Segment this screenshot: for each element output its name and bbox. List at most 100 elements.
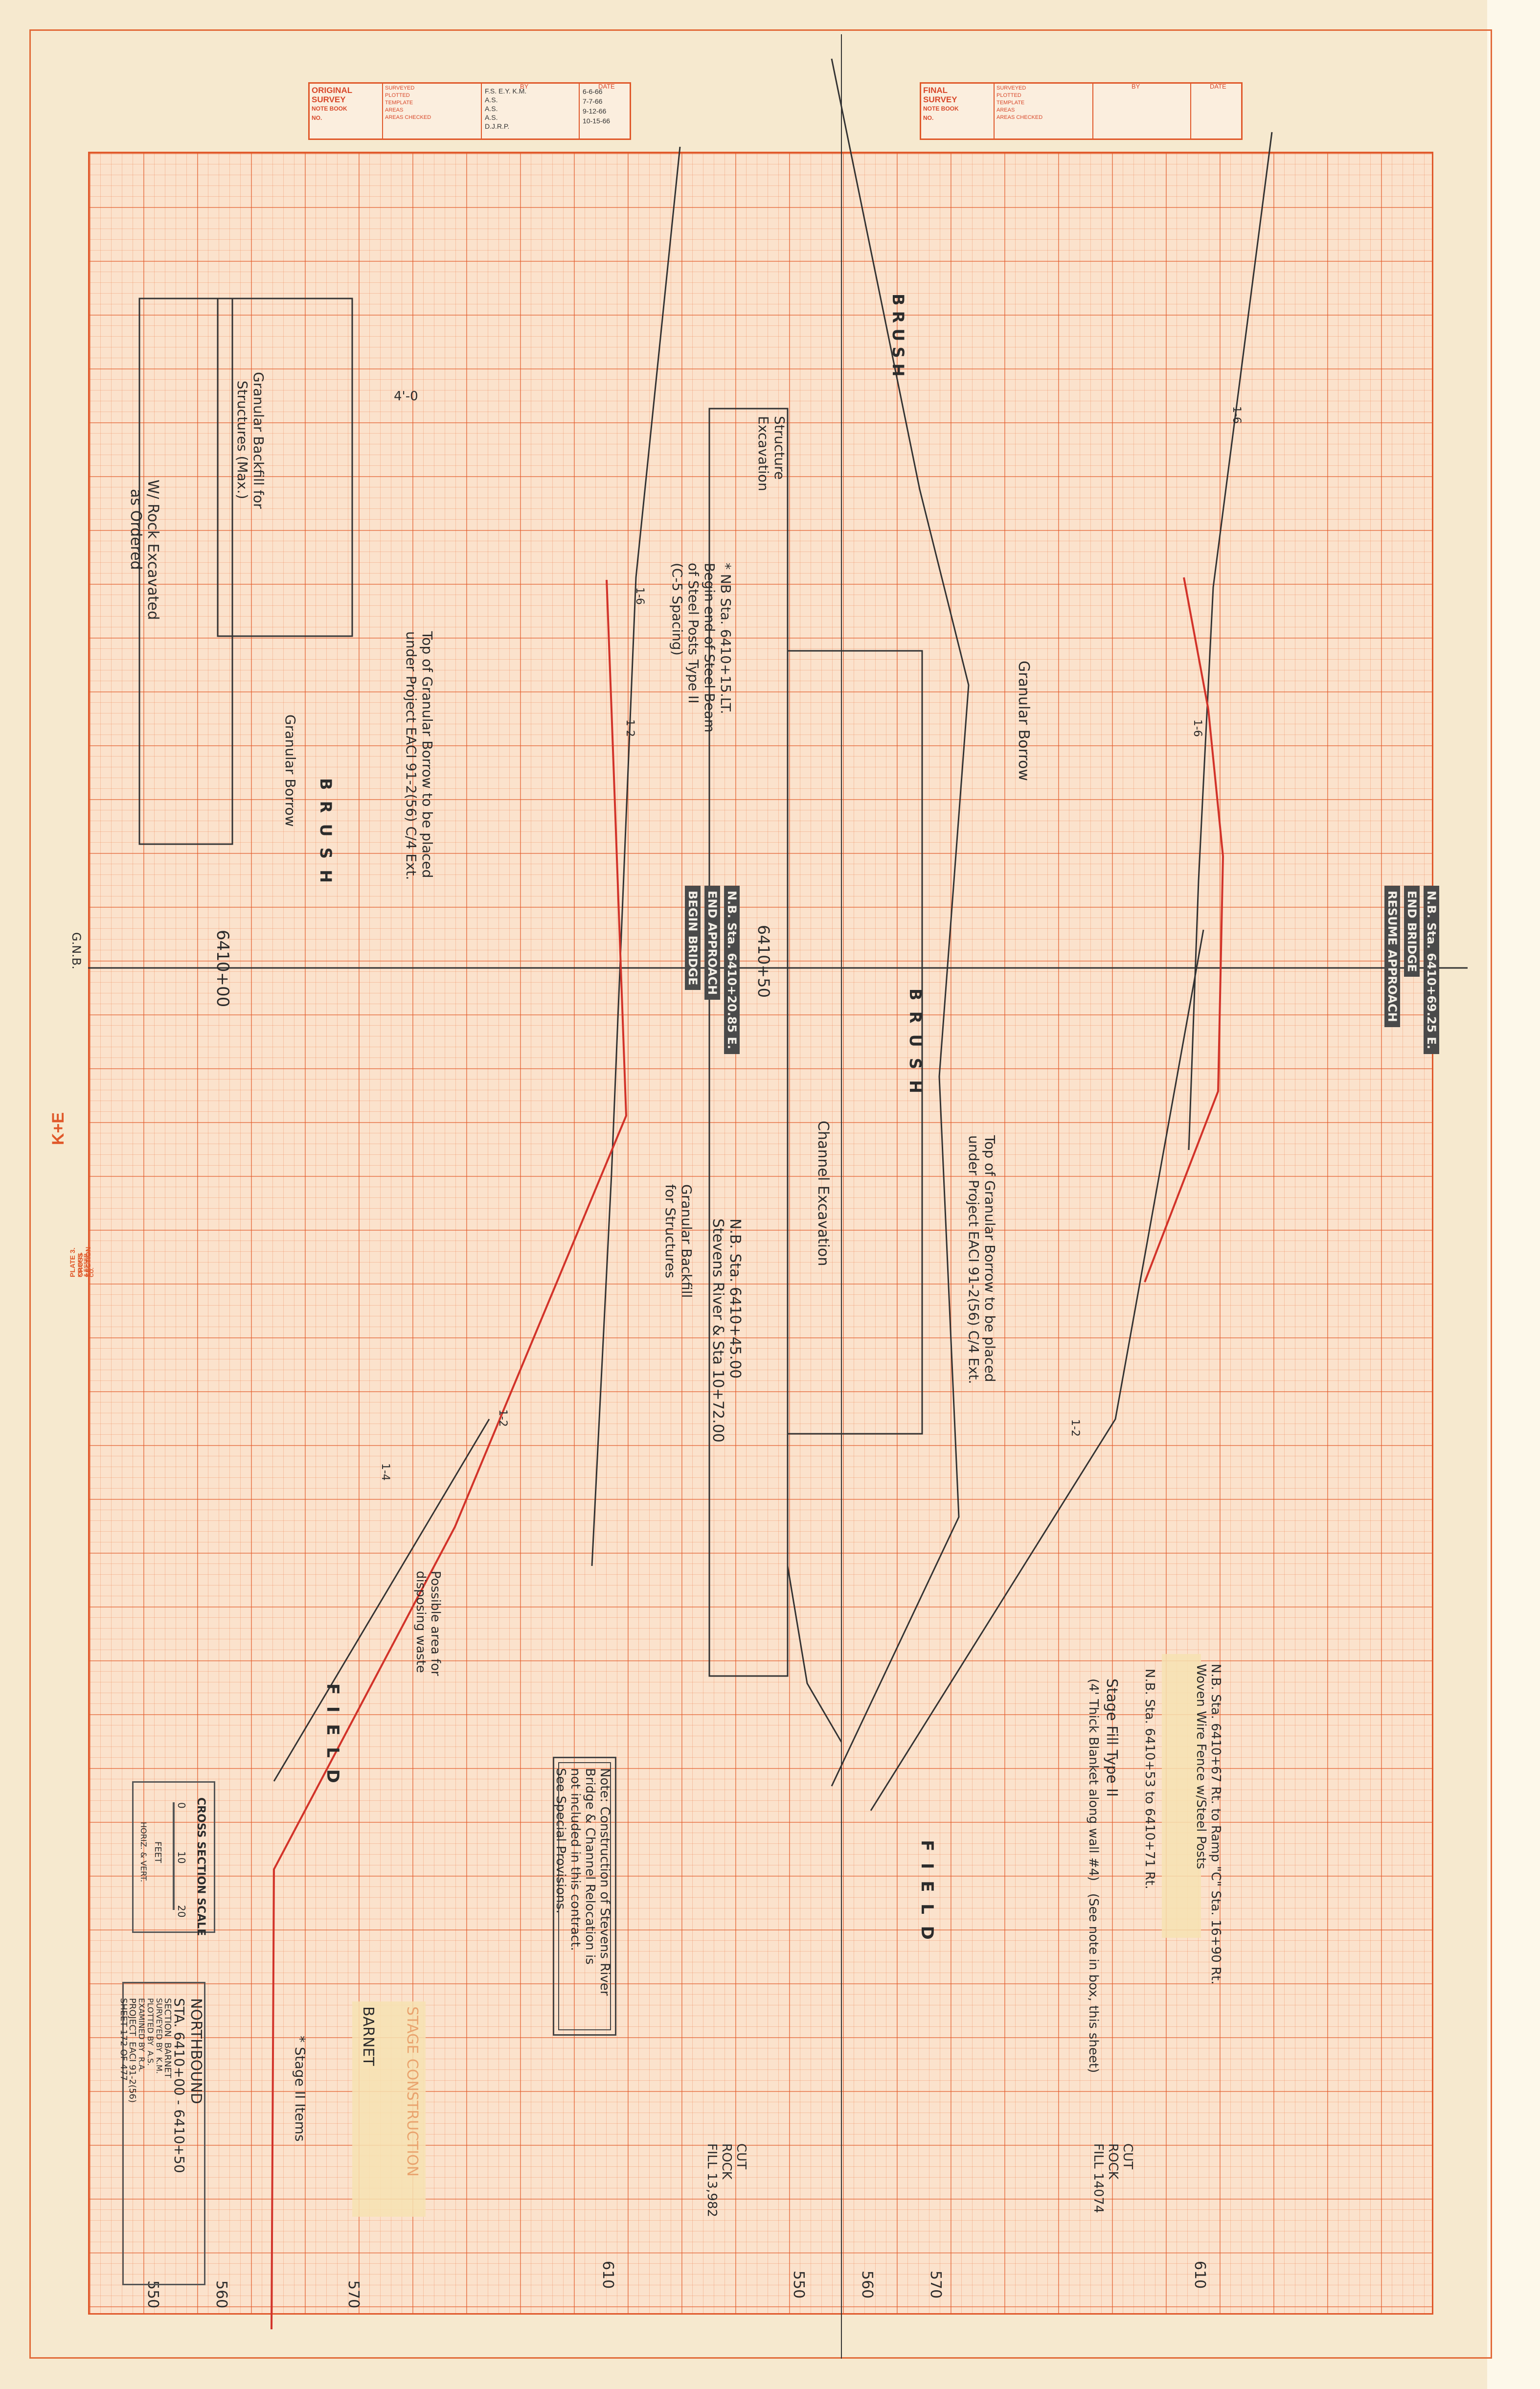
- elevation-label-5: 560: [859, 2271, 876, 2299]
- red-finished-grade-right: [1144, 577, 1224, 1283]
- nb-sta-rt-label: N.B. Sta. 6410+53 to 6410+71 Rt.: [1142, 1669, 1157, 1889]
- slope-label-2: 1-6: [1230, 406, 1243, 424]
- fill-right-label: FILL 14074: [1091, 2143, 1106, 2213]
- structure-excavation-label: Structure Excavation: [755, 416, 788, 491]
- channel-toe-line: [787, 1565, 842, 1743]
- rock-excavated-label: W/ Rock Excavated as Ordered: [127, 480, 161, 620]
- brush-top-label: B R U S H: [889, 294, 907, 377]
- final-survey-by-column: [1092, 84, 1191, 138]
- dim-4-0-label: 4'-0: [394, 389, 418, 404]
- sheet-border: [29, 29, 1492, 2359]
- slope-label-6: 1-2: [1069, 1419, 1081, 1437]
- granular-borrow-right-label: Granular Borrow: [1015, 661, 1032, 781]
- stevens-river-label: N.B. Sta. 6410+45.00 Stevens River & Sta…: [709, 1218, 744, 1443]
- ground-line-left: [591, 146, 681, 1566]
- barnet-tape: [352, 2001, 426, 2217]
- final-survey-stamp: FINAL SURVEY NOTE BOOK NO. SURVEYED PLOT…: [920, 82, 1243, 140]
- field-right-label: F I E L D: [917, 1840, 937, 1940]
- title-line-3: EXAMINED BY R.A.: [137, 1998, 146, 2072]
- gnb-label: G.N.B.: [69, 932, 83, 969]
- original-date-label: DATE: [598, 83, 615, 90]
- elevation-label-3: 610: [599, 2261, 616, 2289]
- nb-end-bridge-label: N.B. Sta. 6410+69.25 E.: [1424, 886, 1439, 1055]
- slope-label-5: 1-4: [379, 1463, 391, 1481]
- stage-fill-label: Stage Fill Type II: [1103, 1678, 1120, 1797]
- ground-line-channel: [831, 58, 970, 1787]
- cross-section-scale-box: CROSS SECTION SCALE 0 10 20 FEET HORIZ. …: [132, 1781, 215, 1936]
- slope-label-7: 1-2: [624, 719, 636, 737]
- construction-note-box: Note: Construction of Stevens River Brid…: [553, 1757, 616, 2036]
- slope-label-4: 1-2: [497, 1409, 509, 1427]
- end-bridge-label: END BRIDGE: [1404, 886, 1420, 977]
- original-survey-rows: SURVEYED PLOTTED TEMPLATE AREAS AREAS CH…: [385, 85, 431, 120]
- barnet-label: BARNET: [360, 2006, 377, 2066]
- rock-right-label: ROCK: [1106, 2143, 1120, 2180]
- begin-bridge-label: BEGIN BRIDGE: [685, 886, 701, 990]
- field-left-label: F I E L D: [323, 1683, 342, 1783]
- granular-backfill-structures-2-label: Granular Backfill for Structures: [662, 1184, 695, 1298]
- elevation-label-6: 570: [927, 2271, 944, 2299]
- brush-left-label: B R U S H: [317, 778, 335, 883]
- station-6410-00-label: 6410+00: [213, 930, 232, 1008]
- granular-backfill-label: Granular Backfill for Structures (Max.): [234, 372, 267, 509]
- scale-tick-20: 20: [176, 1905, 187, 1918]
- station-6410-50-label: 6410+50: [754, 925, 773, 998]
- construction-note-text: Note: Construction of Stevens River Brid…: [553, 1768, 612, 1996]
- final-by-label: BY: [1132, 83, 1140, 90]
- brush-mid-label: B R U S H: [906, 988, 925, 1093]
- elevation-label-4: 550: [790, 2271, 807, 2299]
- fill-mid-label: FILL 13,982: [704, 2143, 719, 2217]
- top-granular-borrow-left-label: Top of Granular Borrow to be placed unde…: [403, 631, 435, 880]
- title-direction: NORTHBOUND: [187, 1998, 204, 2104]
- title-section: SECTION BARNET: [162, 1998, 173, 2078]
- possible-area-label: Possible area for disposing waste: [413, 1571, 443, 1676]
- tape-strip: [1162, 1654, 1201, 1938]
- red-finished-grade-left: [271, 579, 628, 2330]
- stage-fill-note-label: (4' Thick Blanket along wall #4) (See no…: [1086, 1678, 1101, 2073]
- elevation-label-2: 570: [345, 2280, 362, 2309]
- final-survey-rows: SURVEYED PLOTTED TEMPLATE AREAS AREAS CH…: [996, 85, 1043, 120]
- final-date-label: DATE: [1210, 83, 1226, 90]
- scale-bar: [173, 1802, 175, 1910]
- scale-tick-10: 10: [176, 1851, 187, 1864]
- cut-mid-label: CUT: [734, 2143, 748, 2170]
- title-stations: STA. 6410+00 - 6410+50: [171, 1998, 187, 2173]
- granular-borrow-left-label: Granular Borrow: [282, 714, 298, 827]
- ground-line-right: [1188, 132, 1273, 1150]
- original-survey-stamp: ORIGINAL SURVEY NOTE BOOK NO. SURVEYED P…: [308, 82, 631, 140]
- channel-excavation-box: [787, 650, 923, 1435]
- kande-logo: K+E: [49, 1112, 68, 1145]
- elevation-label-1: 560: [213, 2280, 230, 2309]
- stage-items-label: * Stage II Items: [292, 2036, 308, 2142]
- elevation-label-7: 610: [1191, 2261, 1208, 2289]
- stage-construction-label: STAGE CONSTRUCTION: [404, 2006, 421, 2177]
- original-by-label: BY: [520, 83, 529, 90]
- original-survey-entries: F.S. E.Y. K.M. A.S. A.S. A.S. D.J.R.P.: [481, 84, 579, 138]
- note-station-label: * NB Sta. 6410+15.LT. Begin end of Steel…: [669, 563, 734, 733]
- left-rock-excavation-box: [138, 298, 233, 845]
- slope-label-3: 1-6: [1191, 719, 1203, 737]
- slope-line-right: [870, 929, 1204, 1811]
- top-granular-borrow-mid-label: Top of Granular Borrow to be placed unde…: [966, 1135, 998, 1384]
- end-approach-label: END APPROACH: [704, 886, 720, 1000]
- paper-edge: [1487, 0, 1540, 2389]
- original-survey-heading: ORIGINAL SURVEY NOTE BOOK NO.: [310, 84, 383, 138]
- original-survey-dates: 6-6-66 7-7-66 9-12-66 10-15-66: [579, 84, 633, 138]
- kande-maker: KEUFFEL & ESSER CO.: [77, 1252, 95, 1277]
- woven-wire-label: N.B. Sta. 6410+67 Rt. to Ramp "C" Sta. 1…: [1194, 1664, 1223, 1985]
- slope-label-1: 1-6: [634, 587, 646, 605]
- title-line-5: SHEET 172 OF 477: [118, 1998, 129, 2081]
- title-block: NORTHBOUND STA. 6410+00 - 6410+50 SECTIO…: [118, 1982, 205, 2285]
- channel-excavation-label: Channel Excavation: [815, 1121, 832, 1266]
- title-line-2: PLOTTED BY A.S.: [146, 1998, 155, 2066]
- final-survey-date-column: [1190, 84, 1245, 138]
- left-structure-box: [217, 298, 353, 637]
- cross-section-grid: [88, 152, 1433, 2315]
- cut-right-label: CUT: [1120, 2143, 1135, 2170]
- scale-feet: FEET: [153, 1841, 163, 1863]
- title-line-4: PROJECT EACI 91-2(56): [127, 1998, 137, 2103]
- nb-end-approach-label: N.B. Sta. 6410+20.85 E.: [724, 886, 740, 1055]
- final-survey-heading: FINAL SURVEY NOTE BOOK NO.: [921, 84, 995, 138]
- resume-approach-label: RESUME APPROACH: [1384, 886, 1400, 1027]
